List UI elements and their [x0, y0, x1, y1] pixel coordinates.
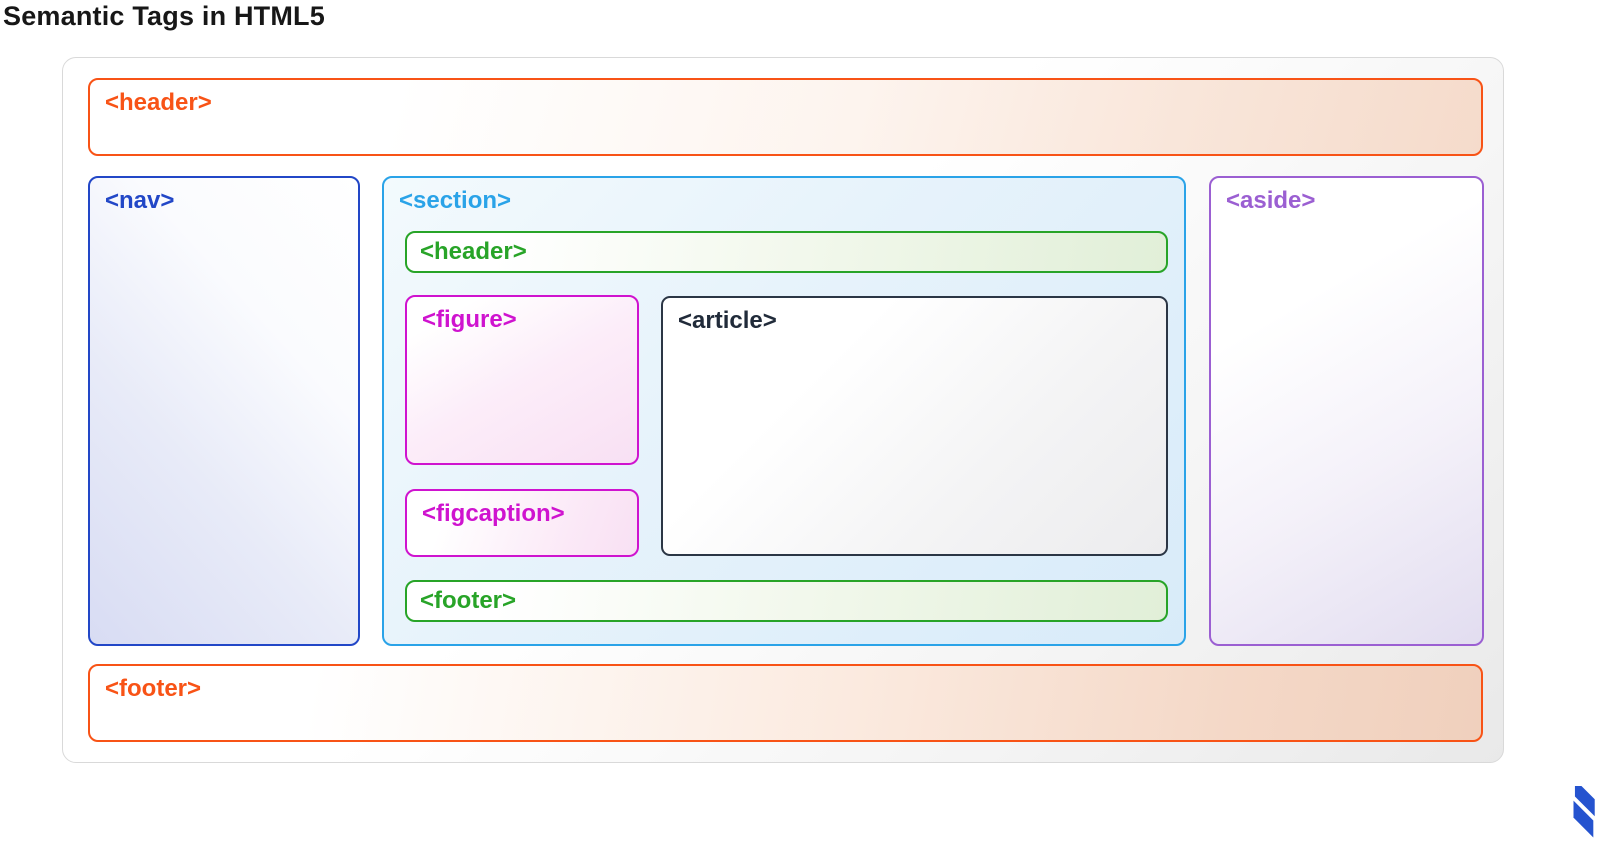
aside-tag-box: <aside> — [1209, 176, 1484, 646]
nav-tag-box: <nav> — [88, 176, 360, 646]
section-header-tag-label: <header> — [420, 238, 527, 265]
footer-tag-box: <footer> — [88, 664, 1483, 742]
nav-tag-label: <nav> — [105, 187, 175, 214]
header-tag-box: <header> — [88, 78, 1483, 156]
article-tag-box: <article> — [661, 296, 1168, 556]
figure-tag-box: <figure> — [405, 295, 639, 465]
registered-trademark: ® — [1578, 813, 1586, 824]
figcaption-tag-box: <figcaption> — [405, 489, 639, 557]
figure-tag-label: <figure> — [422, 306, 517, 333]
page-title: Semantic Tags in HTML5 — [3, 1, 325, 31]
section-tag-box: <section> <header> <figure> <article> <f… — [382, 176, 1186, 646]
footer-tag-label: <footer> — [105, 675, 202, 702]
section-footer-tag-label: <footer> — [420, 587, 517, 614]
section-footer-tag-box: <footer> — [405, 580, 1168, 622]
section-header-tag-box: <header> — [405, 231, 1168, 273]
header-tag-label: <header> — [105, 89, 212, 116]
figcaption-tag-label: <figcaption> — [422, 500, 565, 527]
aside-tag-label: <aside> — [1226, 187, 1316, 214]
article-tag-label: <article> — [678, 307, 777, 334]
diagram-container: <header> <nav> <section> <header> <figur… — [62, 57, 1504, 763]
toptal-logo-icon — [1573, 786, 1595, 838]
section-tag-label: <section> — [399, 187, 512, 214]
